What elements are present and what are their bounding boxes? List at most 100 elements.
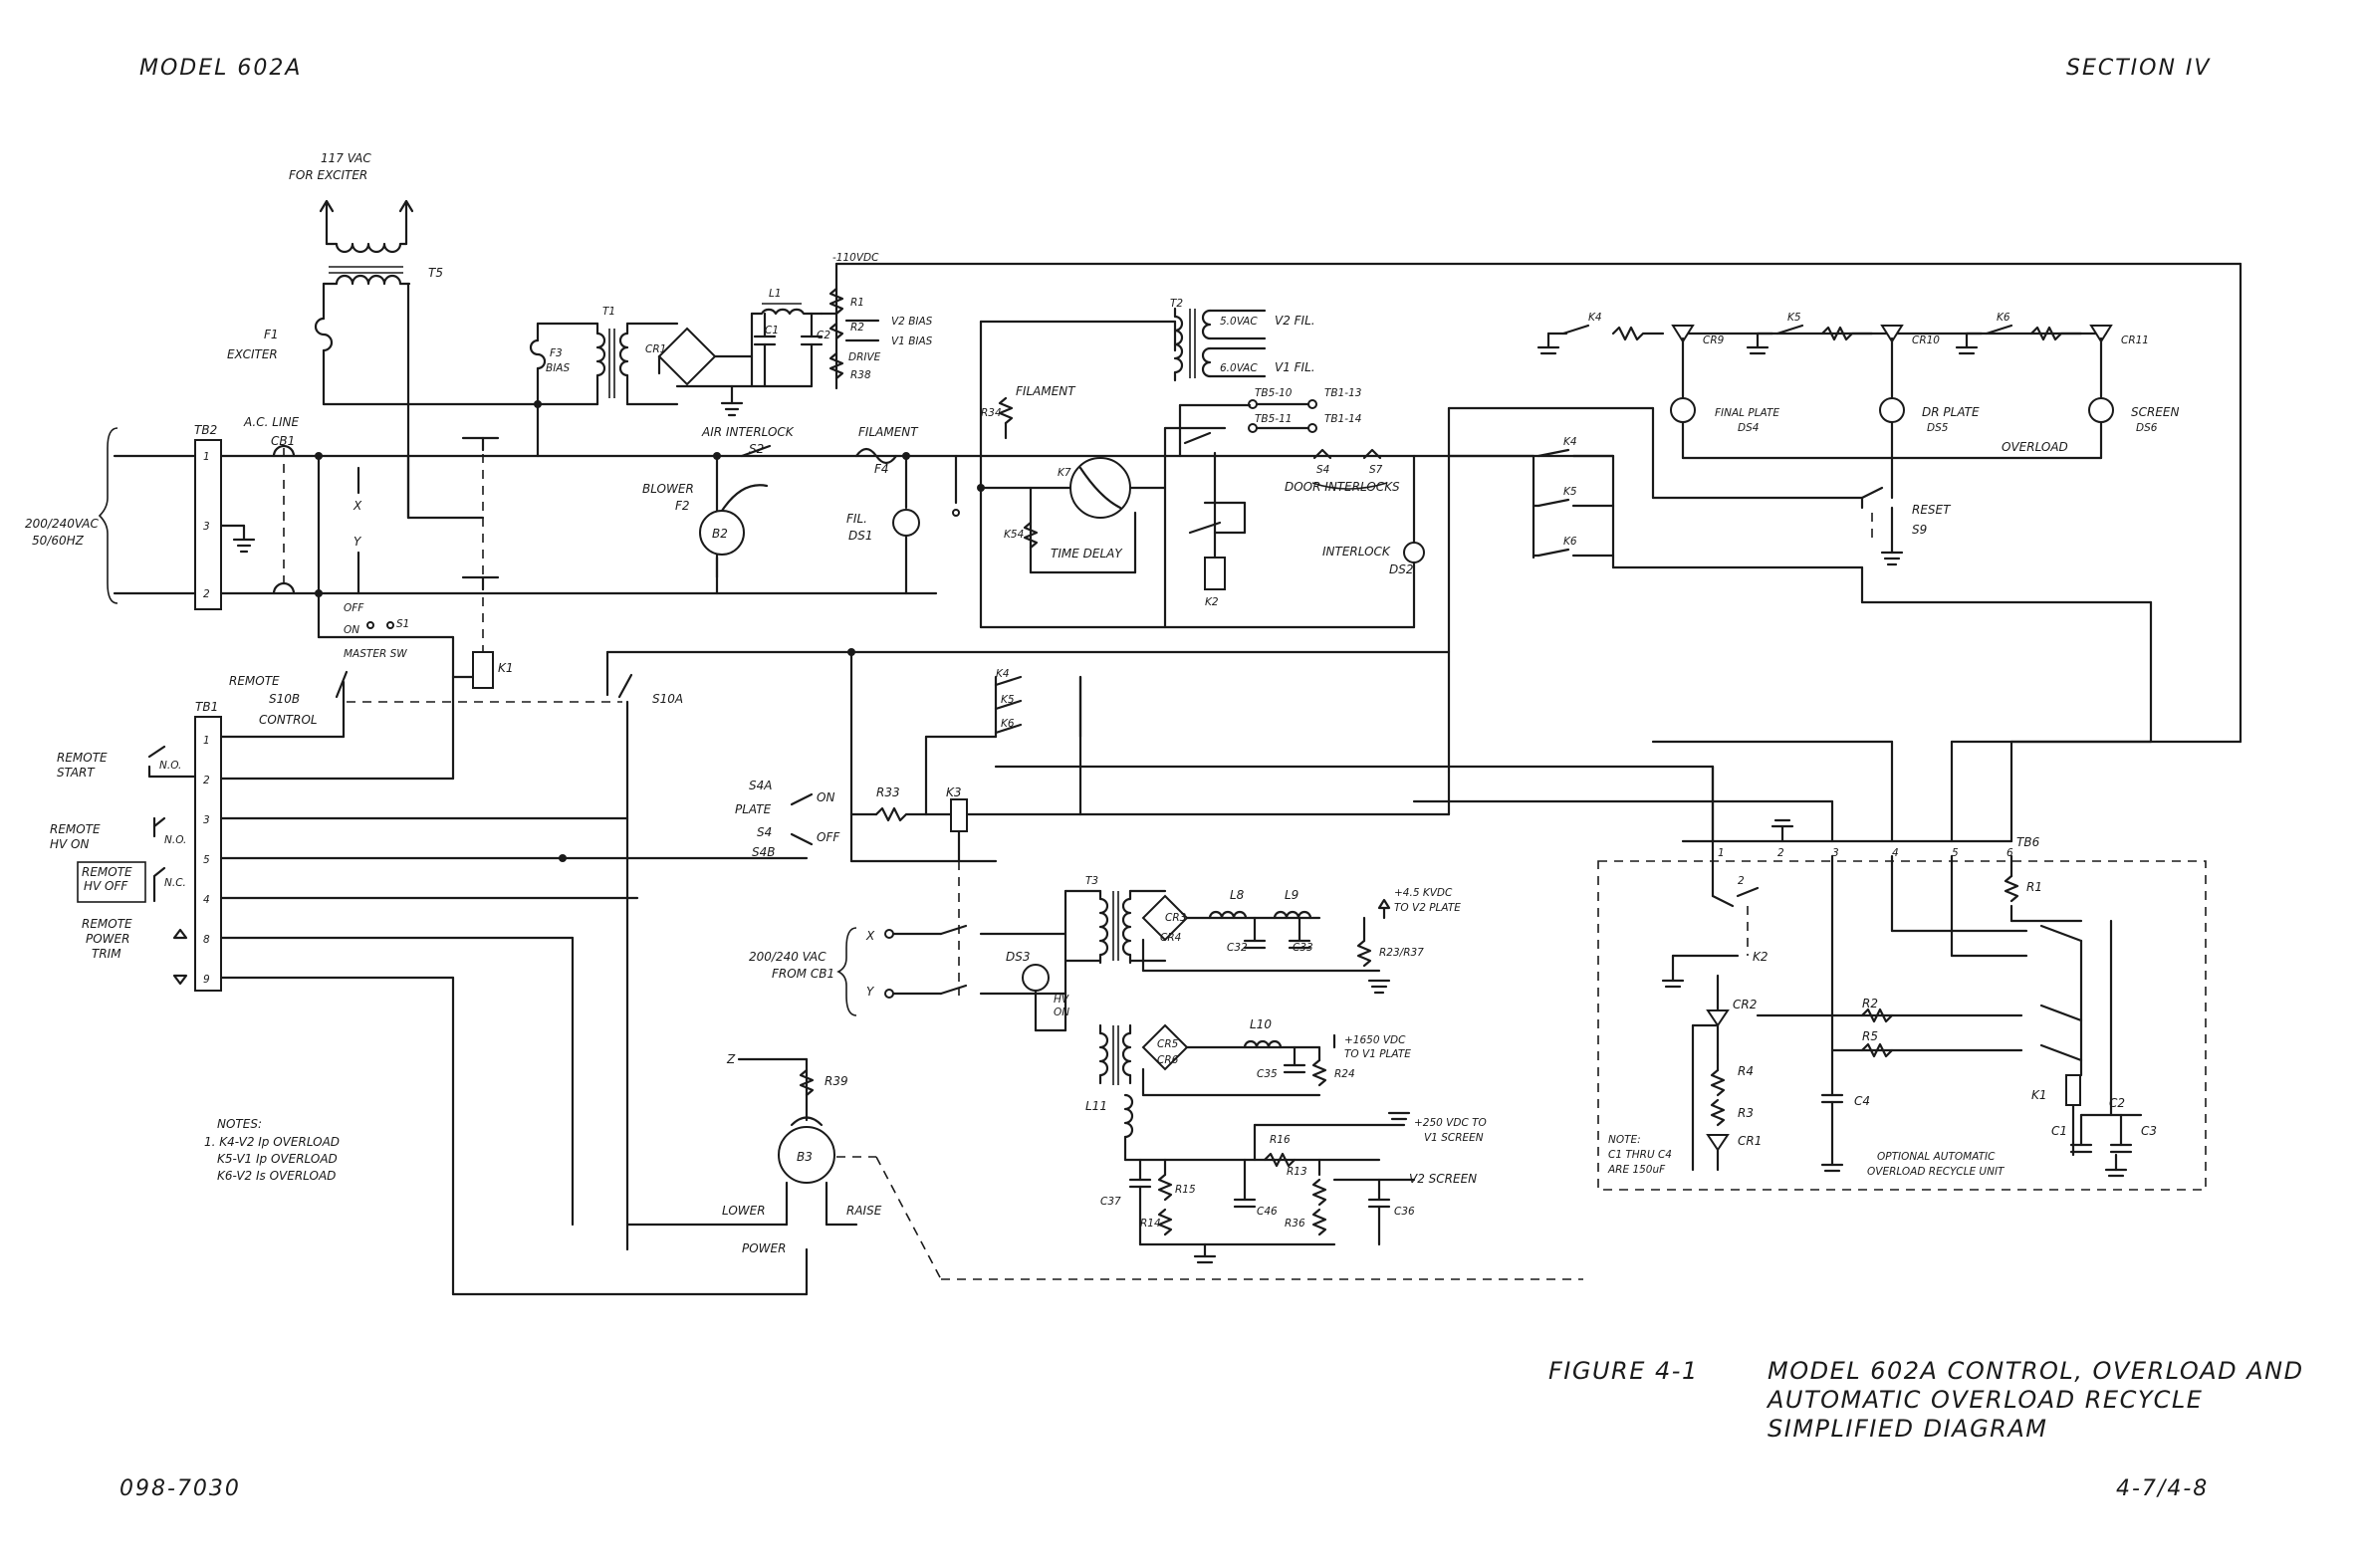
hv-primary-switching: 200/240 VAC FROM CB1 X Y DS3 HV ON xyxy=(749,889,1102,1032)
svg-text:POWER: POWER xyxy=(742,1241,786,1255)
overload-indicators: K4 CR9 K5 CR10 K6 CR11 FINAL PLATE DS4 D… xyxy=(1536,312,2179,566)
svg-text:R39: R39 xyxy=(825,1074,848,1088)
svg-text:R34: R34 xyxy=(981,407,1002,419)
svg-text:C46: C46 xyxy=(1257,1206,1278,1218)
svg-text:CR3: CR3 xyxy=(1165,912,1186,924)
svg-text:R24: R24 xyxy=(1334,1068,1355,1080)
svg-text:S4A: S4A xyxy=(749,779,772,792)
svg-text:TO V1 PLATE: TO V1 PLATE xyxy=(1344,1048,1411,1060)
svg-text:2: 2 xyxy=(1738,875,1745,887)
svg-text:F1: F1 xyxy=(264,328,279,341)
svg-text:OFF: OFF xyxy=(344,602,364,614)
svg-text:TRIM: TRIM xyxy=(92,947,121,961)
svg-text:R13: R13 xyxy=(1287,1166,1307,1178)
svg-text:C2: C2 xyxy=(817,330,830,341)
svg-text:50/60HZ: 50/60HZ xyxy=(32,534,85,548)
header-model: MODEL 602A xyxy=(139,56,302,81)
svg-text:L8: L8 xyxy=(1230,888,1245,902)
svg-text:S10B: S10B xyxy=(269,692,300,706)
svg-text:5.0VAC: 5.0VAC xyxy=(1220,316,1258,328)
svg-text:C32: C32 xyxy=(1227,942,1248,954)
svg-text:CR9: CR9 xyxy=(1703,335,1725,346)
svg-text:V2 SCREEN: V2 SCREEN xyxy=(1409,1172,1477,1186)
svg-text:V1 FIL.: V1 FIL. xyxy=(1275,360,1315,374)
svg-text:C2: C2 xyxy=(2109,1096,2125,1110)
svg-text:V2 FIL.: V2 FIL. xyxy=(1275,314,1315,328)
svg-text:K1: K1 xyxy=(498,661,514,675)
svg-text:DS2: DS2 xyxy=(1389,562,1414,576)
svg-text:OVERLOAD RECYCLE UNIT: OVERLOAD RECYCLE UNIT xyxy=(1867,1166,2006,1178)
svg-text:Y: Y xyxy=(866,985,875,999)
svg-text:PLATE: PLATE xyxy=(735,802,772,816)
svg-text:R15: R15 xyxy=(1175,1184,1196,1196)
svg-text:FROM CB1: FROM CB1 xyxy=(772,967,834,981)
svg-text:K5: K5 xyxy=(1563,486,1577,498)
svg-text:HV: HV xyxy=(1054,994,1069,1006)
svg-text:K4: K4 xyxy=(1563,436,1577,448)
svg-text:X: X xyxy=(865,929,875,943)
svg-text:CR5: CR5 xyxy=(1157,1038,1179,1050)
svg-text:9: 9 xyxy=(203,974,210,986)
svg-text:DS4: DS4 xyxy=(1738,422,1759,434)
svg-text:T2: T2 xyxy=(1170,298,1183,310)
svg-text:R2: R2 xyxy=(850,322,864,334)
svg-text:R23/R37: R23/R37 xyxy=(1379,947,1424,959)
svg-text:DS1: DS1 xyxy=(848,529,873,543)
svg-text:R36: R36 xyxy=(1285,1218,1305,1230)
svg-text:R4: R4 xyxy=(1738,1064,1754,1078)
svg-text:EXCITER: EXCITER xyxy=(227,347,278,361)
svg-text:S10A: S10A xyxy=(652,692,683,706)
svg-text:C33: C33 xyxy=(1293,942,1313,954)
svg-text:V2 BIAS: V2 BIAS xyxy=(891,316,933,328)
svg-text:REMOTE: REMOTE xyxy=(57,751,108,765)
notes-line3: K6-V2 Is OVERLOAD xyxy=(217,1169,336,1183)
k4-k5-k6-contacts-upper: K4 K5 K6 xyxy=(1447,406,2153,774)
svg-text:K6: K6 xyxy=(1997,312,2010,324)
svg-text:AIR INTERLOCK: AIR INTERLOCK xyxy=(701,425,795,439)
svg-text:K3: K3 xyxy=(946,785,962,799)
svg-text:3: 3 xyxy=(1832,847,1839,859)
svg-text:S4: S4 xyxy=(1316,464,1329,476)
svg-text:T1: T1 xyxy=(602,306,615,318)
svg-text:C36: C36 xyxy=(1394,1206,1415,1218)
svg-text:F2: F2 xyxy=(675,499,690,513)
svg-text:5: 5 xyxy=(1952,847,1959,859)
exciter-transformer-t5: 117 VAC FOR EXCITER T5 F1 EXCITER xyxy=(227,151,540,520)
mains-input-label: 200/240VAC 50/60HZ xyxy=(25,427,118,604)
svg-text:CR10: CR10 xyxy=(1912,335,1940,346)
svg-text:FILAMENT: FILAMENT xyxy=(1016,384,1076,398)
filament-circuit: FILAMENT F4 FIL. DS1 xyxy=(846,320,1416,629)
svg-text:L10: L10 xyxy=(1250,1017,1272,1031)
svg-text:HV ON: HV ON xyxy=(50,837,89,851)
caption-line2: AUTOMATIC OVERLOAD RECYCLE xyxy=(1766,1386,2203,1414)
notes-line1: 1. K4-V2 Ip OVERLOAD xyxy=(204,1135,340,1149)
svg-text:TIME DELAY: TIME DELAY xyxy=(1051,547,1123,560)
notes-title: NOTES: xyxy=(217,1117,262,1131)
cb1-breaker: A.C. LINE CB1 xyxy=(243,415,323,597)
svg-text:C1 THRU C4: C1 THRU C4 xyxy=(1608,1149,1672,1161)
svg-text:CR2: CR2 xyxy=(1733,998,1757,1011)
svg-text:2: 2 xyxy=(203,588,210,600)
svg-text:REMOTE: REMOTE xyxy=(50,822,101,836)
svg-text:K54: K54 xyxy=(1004,529,1024,541)
svg-text:8: 8 xyxy=(203,934,210,946)
svg-text:CONTROL: CONTROL xyxy=(259,713,318,727)
svg-text:CB1: CB1 xyxy=(271,434,295,448)
svg-text:CR4: CR4 xyxy=(1160,932,1181,944)
tb2-terminal-block: TB2 1 3 2 xyxy=(194,423,256,610)
svg-text:200/240 VAC: 200/240 VAC xyxy=(749,950,826,964)
svg-text:REMOTE: REMOTE xyxy=(82,917,132,931)
svg-text:TB2: TB2 xyxy=(194,423,217,437)
svg-text:-110VDC: -110VDC xyxy=(832,252,879,264)
recycle-unit: TB6 1 2 3 4 5 6 2 K2 CR2 R4 R3 xyxy=(1412,740,2242,1191)
svg-text:C37: C37 xyxy=(1100,1196,1121,1208)
filament-transformer-t2: T2 5.0VAC 6.0VAC V2 FIL. V1 FIL. FILAMEN… xyxy=(979,298,1315,629)
svg-text:FILAMENT: FILAMENT xyxy=(858,425,919,439)
svg-text:TB6: TB6 xyxy=(2016,835,2040,849)
svg-text:NOTE:: NOTE: xyxy=(1608,1134,1641,1146)
svg-text:C3: C3 xyxy=(2141,1124,2157,1138)
svg-text:Z: Z xyxy=(726,1052,736,1066)
svg-text:TO V2 PLATE: TO V2 PLATE xyxy=(1394,902,1461,914)
